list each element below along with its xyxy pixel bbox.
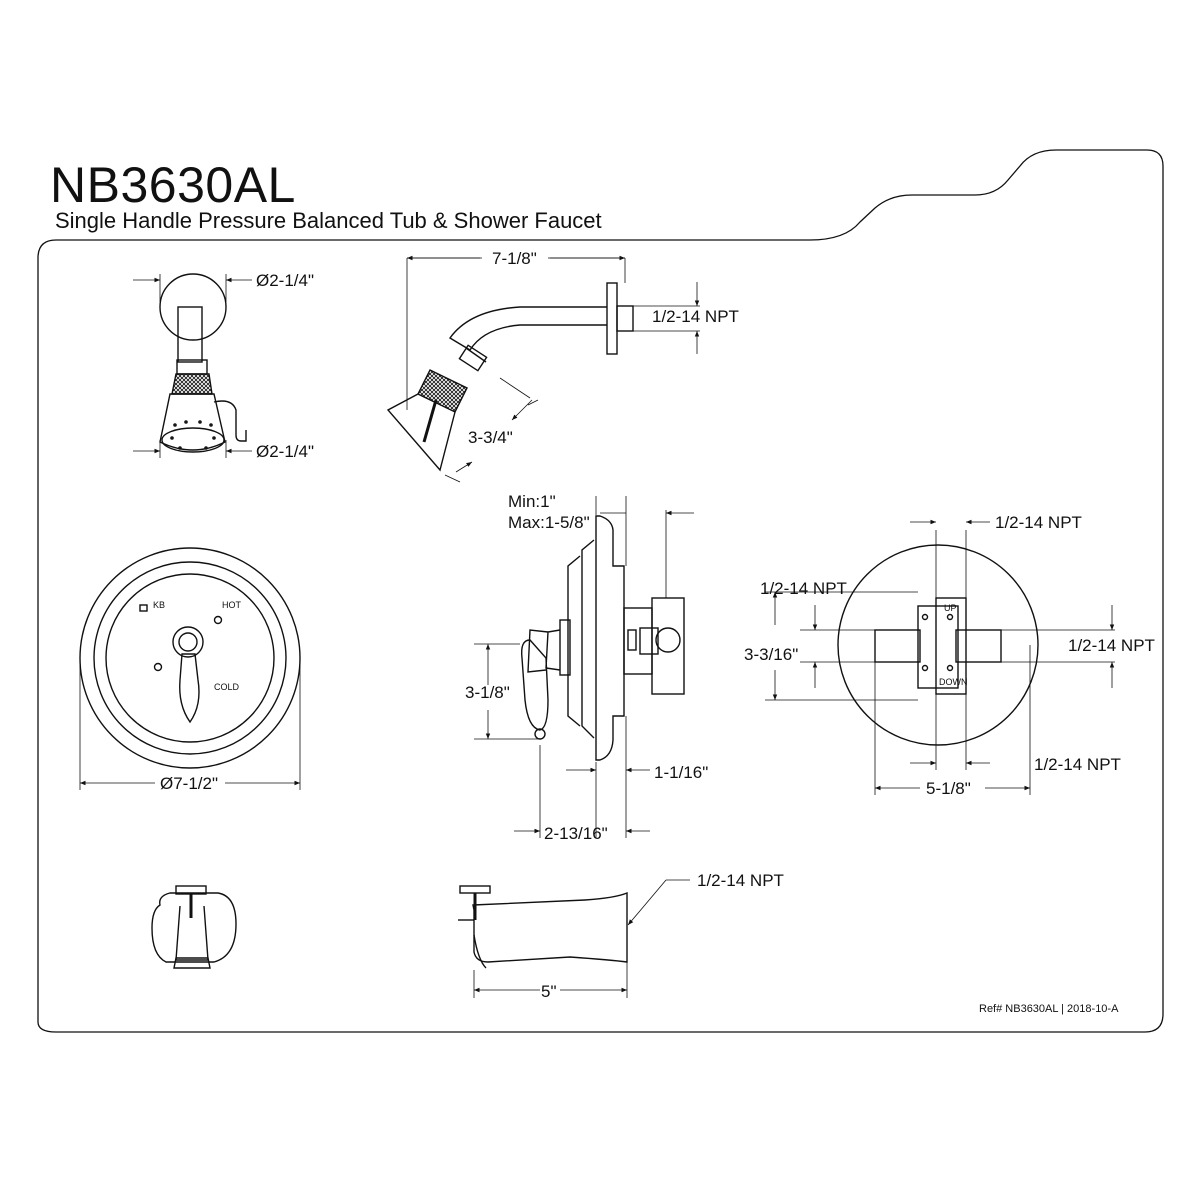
tub-spout-front-view: [151, 885, 237, 969]
port-spacing-vertical: 3-3/16": [744, 645, 799, 664]
product-description: Single Handle Pressure Balanced Tub & Sh…: [55, 208, 602, 233]
top-port-label: 1/2-14 NPT: [995, 513, 1082, 532]
sheet-frame: [37, 149, 1164, 1033]
up-label: UP: [944, 603, 957, 613]
down-label: DOWN: [939, 677, 968, 687]
showerhead-front-view: [133, 273, 252, 458]
cold-label: COLD: [214, 682, 240, 692]
wall-range-max: Max:1-5/8": [508, 513, 590, 532]
trim-diameter-dimension: Ø7-1/2": [160, 774, 219, 793]
hot-label: HOT: [222, 600, 241, 610]
head-length-dimension: 3-3/4": [468, 428, 513, 447]
valve-body-view: [765, 519, 1115, 795]
right-port-label: 1/2-14 NPT: [1068, 636, 1155, 655]
valve-depth-a: 1-1/16": [654, 763, 709, 782]
bottom-port-label: 1/2-14 NPT: [1034, 755, 1121, 774]
spout-length-dimension: 5": [541, 982, 557, 1001]
showerhead-diameter-top: Ø2-1/4": [256, 271, 315, 290]
trim-plate-front: [79, 547, 301, 790]
showerhead-side-view: [386, 255, 700, 483]
reference-number: Ref# NB3630AL | 2018-10-A: [979, 1003, 1119, 1015]
left-port-label: 1/2-14 NPT: [760, 579, 847, 598]
arm-thread-label: 1/2-14 NPT: [652, 307, 739, 326]
wall-range-min: Min:1": [508, 492, 556, 511]
valve-depth-b: 2-13/16": [544, 824, 608, 843]
port-spacing-horizontal: 5-1/8": [926, 779, 971, 798]
tub-spout-side-view: [458, 879, 690, 998]
brand-mark: KB: [153, 600, 166, 610]
spout-thread-label: 1/2-14 NPT: [697, 871, 784, 890]
showerhead-diameter-bottom: Ø2-1/4": [256, 442, 315, 461]
arm-reach-dimension: 7-1/8": [492, 249, 537, 268]
handle-height-dimension: 3-1/8": [465, 683, 510, 702]
model-number: NB3630AL: [50, 157, 296, 213]
valve-side-view: [474, 496, 694, 838]
